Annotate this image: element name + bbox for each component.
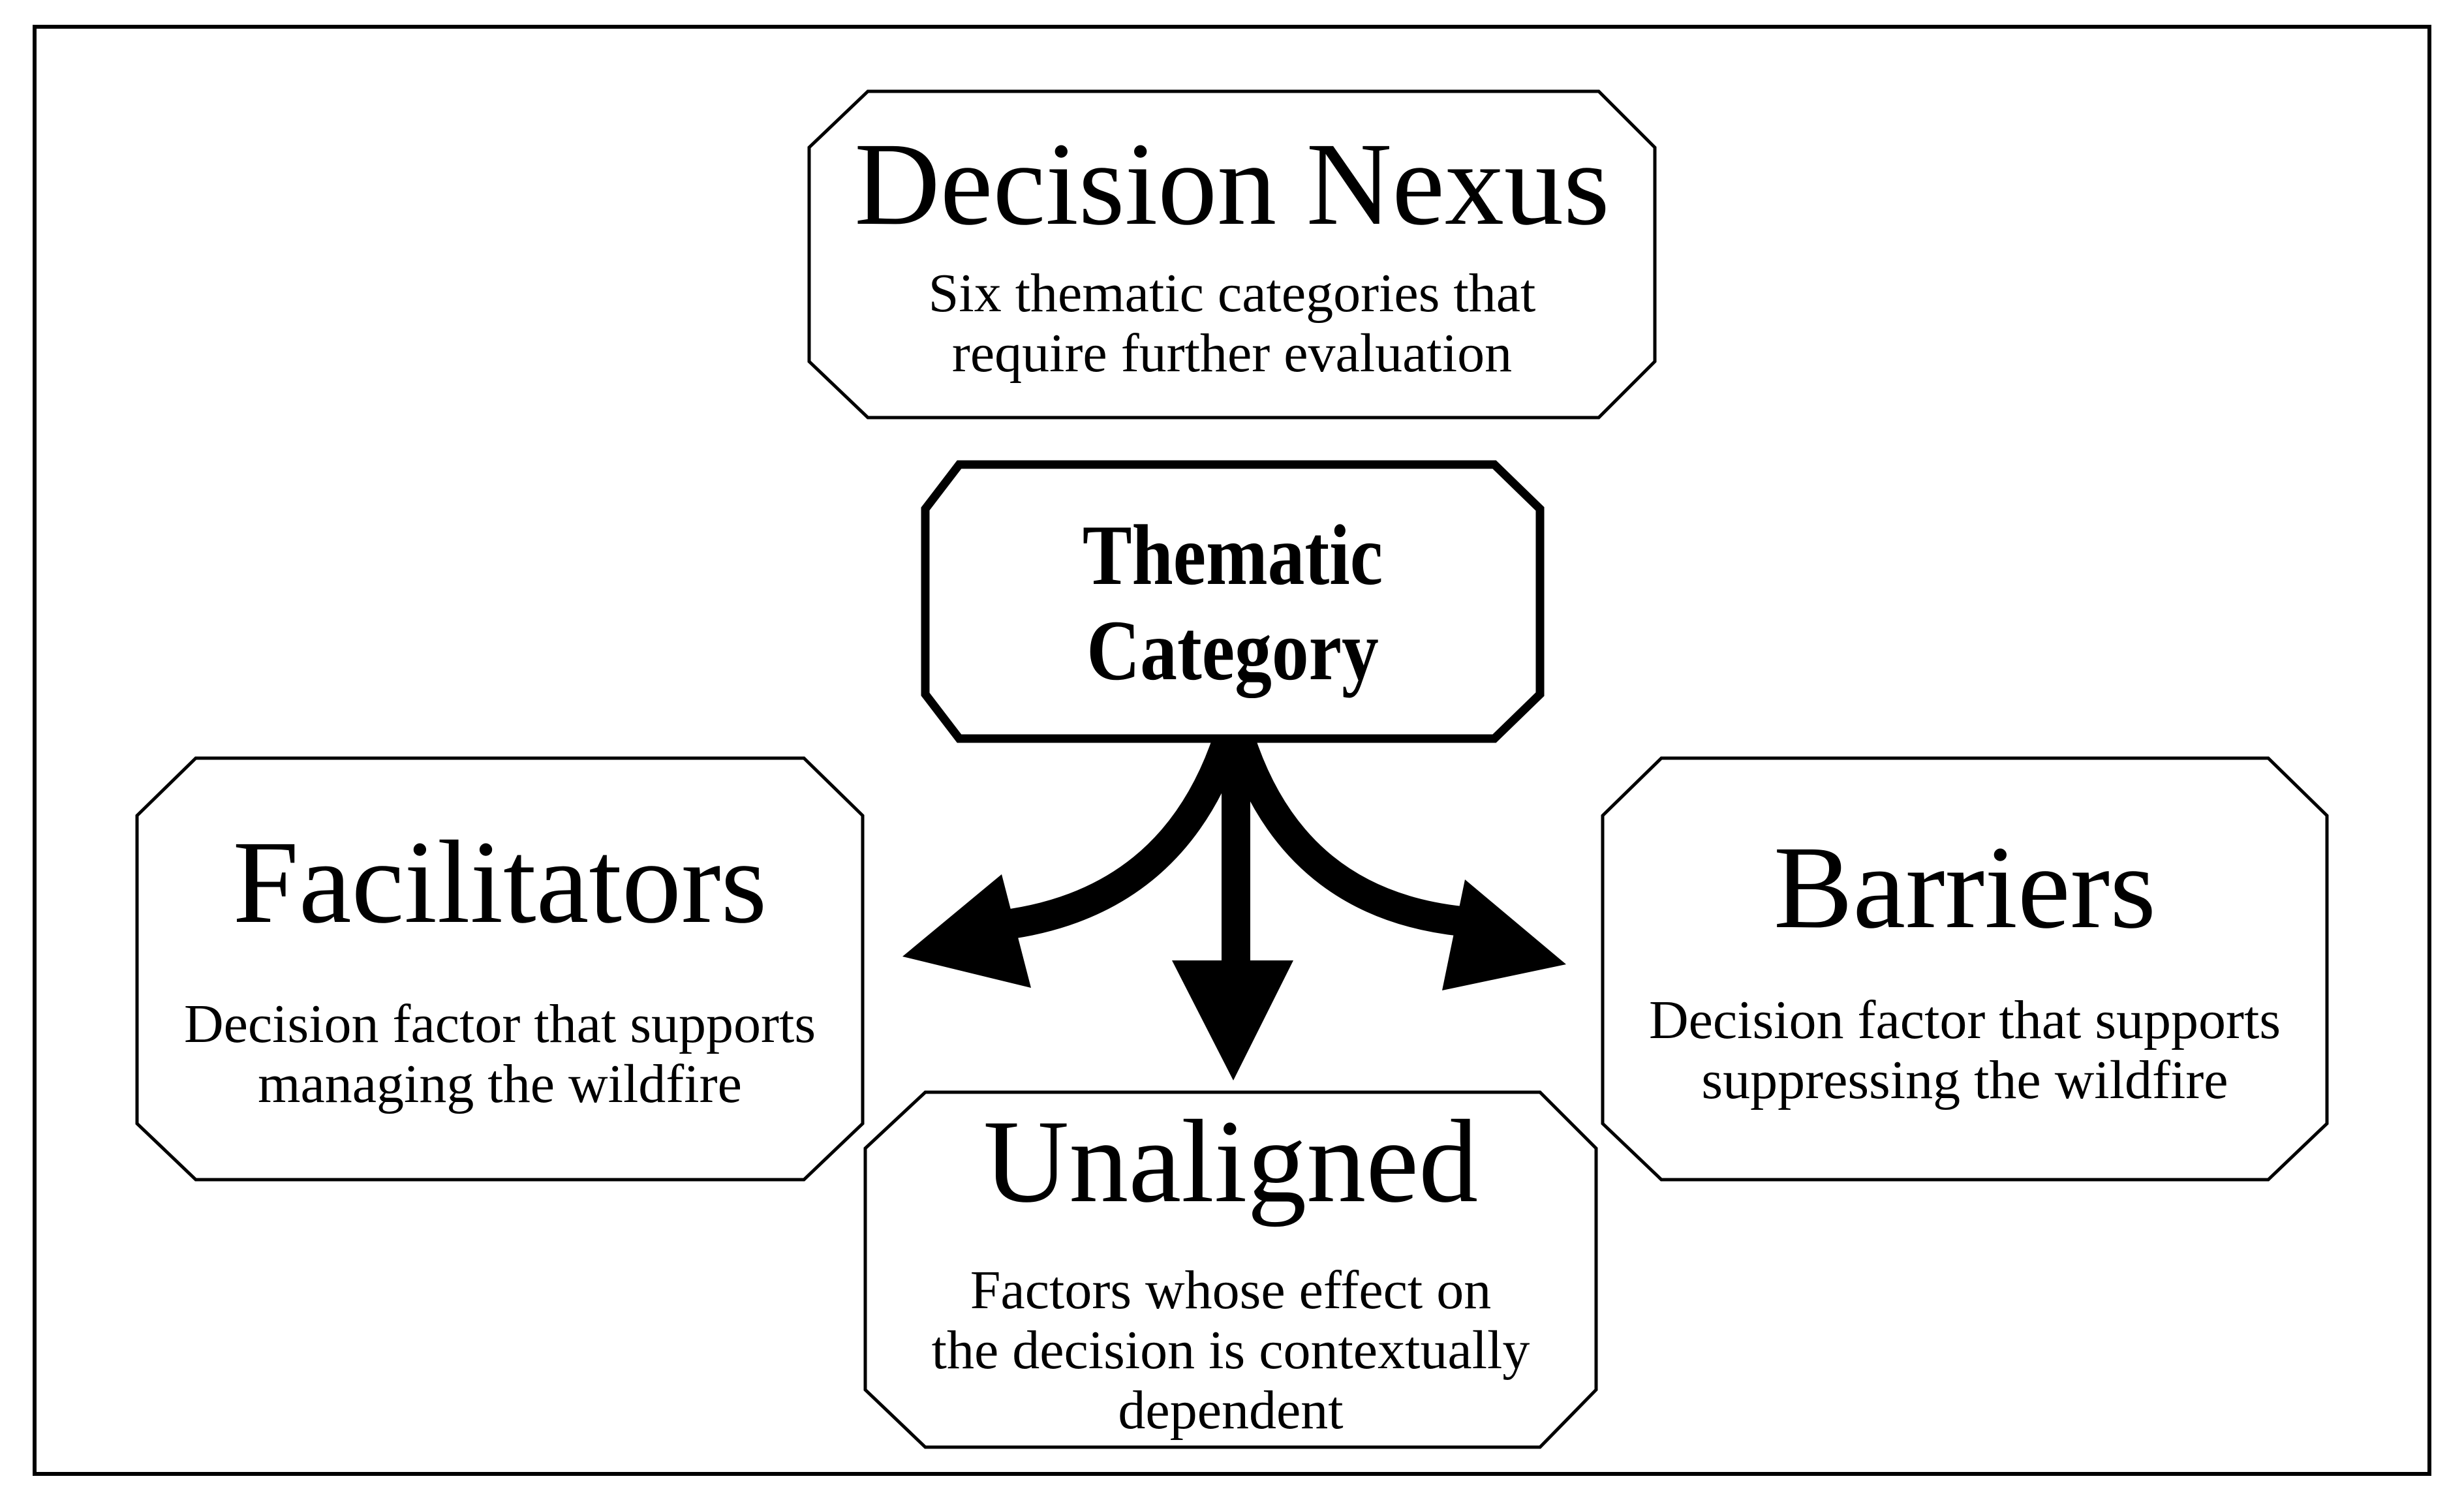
- unaligned-description: Factors whose effect on the decision is …: [865, 1261, 1596, 1441]
- decision-nexus-subtitle: Six thematic categories that require fur…: [809, 264, 1655, 384]
- unaligned-desc-line2: the decision is contextually: [931, 1320, 1530, 1381]
- diagram-frame: [33, 25, 2431, 1476]
- barriers-desc-line1: Decision factor that supports: [1648, 990, 2281, 1050]
- unaligned-title: Unaligned: [983, 1096, 1479, 1227]
- facilitators-desc-line2: managing the wildfire: [258, 1054, 742, 1114]
- decision-nexus-subtitle-line1: Six thematic categories that: [928, 263, 1536, 324]
- facilitators-description: Decision factor that supports managing t…: [137, 994, 863, 1114]
- arrows: [902, 737, 1566, 1080]
- facilitators-title: Facilitators: [232, 817, 767, 948]
- barriers-title: Barriers: [1773, 822, 2157, 953]
- unaligned-desc-line3: dependent: [1118, 1380, 1344, 1441]
- decision-nexus-box: [807, 89, 1657, 420]
- barriers-box: [1601, 756, 2329, 1182]
- arrowhead-left: [902, 874, 1031, 988]
- facilitators-box: [135, 756, 865, 1182]
- thematic-category-box: [921, 460, 1545, 743]
- arrow-to-barriers: [1227, 737, 1464, 936]
- thematic-category-line2: Category: [1086, 602, 1379, 698]
- arrowhead-right: [1442, 880, 1566, 990]
- thematic-category-title: Thematic Category: [968, 508, 1497, 698]
- decision-nexus-subtitle-line2: require further evaluation: [951, 323, 1513, 384]
- facilitators-desc-line1: Decision factor that supports: [183, 994, 816, 1054]
- barriers-description: Decision factor that supports suppressin…: [1603, 990, 2327, 1110]
- thematic-category-line1: Thematic: [1082, 507, 1383, 603]
- arrowhead-down: [1172, 960, 1293, 1080]
- unaligned-box: [863, 1090, 1598, 1449]
- unaligned-desc-line1: Factors whose effect on: [970, 1260, 1492, 1321]
- barriers-desc-line2: suppressing the wildfire: [1701, 1050, 2228, 1110]
- decision-nexus-title: Decision Nexus: [854, 119, 1610, 250]
- arrow-to-facilitators: [1000, 737, 1241, 940]
